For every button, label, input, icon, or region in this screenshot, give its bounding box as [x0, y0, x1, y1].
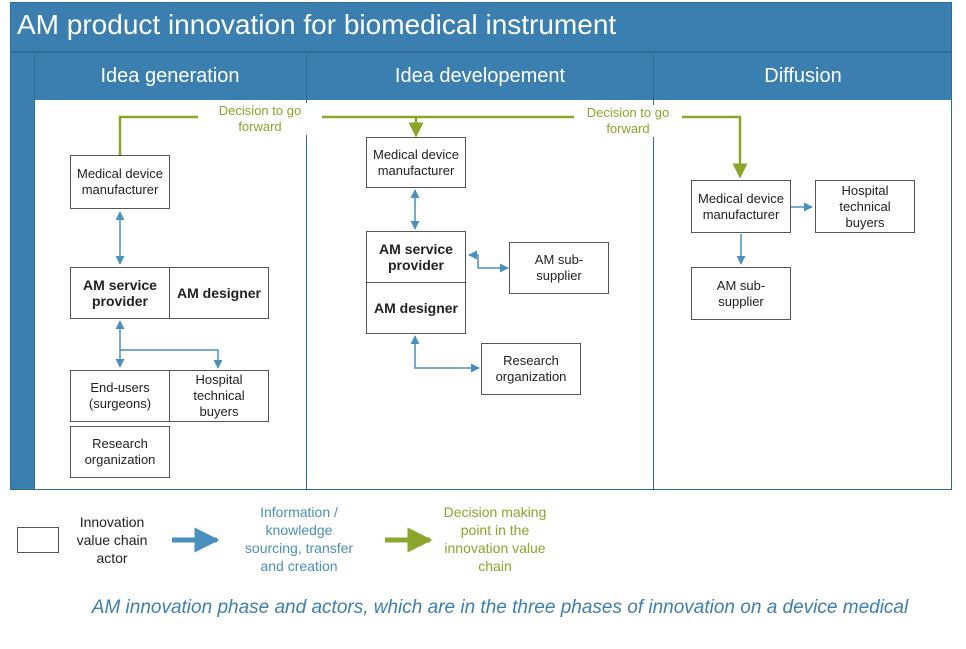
lane-divider-left [34, 52, 35, 490]
phase-header-idea-development: Idea developement [307, 52, 653, 100]
ideagen-research-box: Research organization [70, 426, 170, 478]
ideadev-designer-box: AM designer [366, 282, 466, 334]
info-arrow-provider-hospital [120, 349, 223, 369]
legend-info-label: Information / knowledge sourcing, transf… [244, 504, 354, 574]
ideagen-service-provider-box: AM service provider [70, 267, 170, 319]
ideadev-research-box: Research organization [481, 343, 581, 395]
diagram-title: AM product innovation for biomedical ins… [17, 9, 617, 40]
phase-header-idea-generation: Idea generation [34, 52, 306, 100]
diffusion-manufacturer-box: Medical device manufacturer [691, 180, 791, 233]
info-arrow-dev-provider-subsupplier [468, 250, 509, 273]
lane-divider-2 [653, 52, 654, 490]
lane-side-strip [10, 52, 34, 490]
phase-header-diffusion: Diffusion [654, 52, 952, 100]
legend-actor-label: Innovation value chain actor [76, 514, 148, 566]
decision-label-2: Decision to go forward [574, 105, 682, 137]
ideadev-service-provider-box: AM service provider [366, 231, 466, 283]
ideagen-designer-box: AM designer [169, 267, 269, 319]
ideagen-end-users-box: End-users (surgeons) [70, 370, 170, 422]
ideagen-manufacturer-box: Medical device manufacturer [70, 155, 170, 209]
diagram-title-bar: AM product innovation for biomedical ins… [10, 2, 952, 52]
lane-divider-1 [306, 52, 307, 490]
legend-decision-label: Decision making point in the innovation … [443, 504, 547, 574]
legend-actor-box [17, 527, 59, 553]
ideadev-sub-supplier-box: AM sub- supplier [509, 242, 609, 294]
decision-arrow-2 [416, 115, 748, 179]
diffusion-sub-supplier-box: AM sub- supplier [691, 267, 791, 320]
diffusion-hospital-box: Hospital technical buyers [815, 180, 915, 233]
ideagen-hospital-box: Hospital technical buyers [169, 370, 269, 422]
decision-label-1: Decision to go forward [198, 103, 322, 135]
ideadev-manufacturer-box: Medical device manufacturer [366, 137, 466, 188]
info-arrow-dev-designer-research [410, 335, 480, 373]
figure-caption: AM innovation phase and actors, which ar… [91, 597, 909, 618]
